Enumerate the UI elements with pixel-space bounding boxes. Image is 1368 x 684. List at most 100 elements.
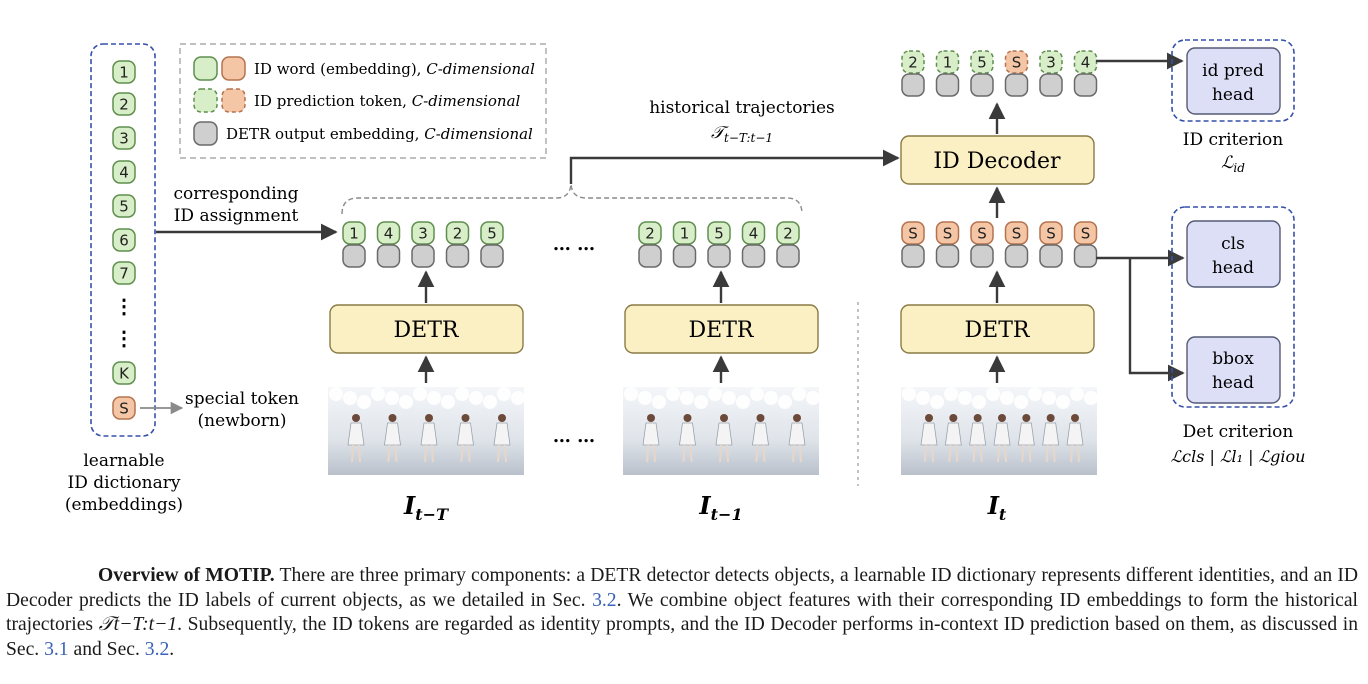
token-label: 1 [943,54,953,72]
frame-label-t-minus-T: It−T [403,491,449,524]
id-token: 4 [741,221,766,245]
token-label: S [943,225,953,243]
legend-id-pred: ID prediction token, C-dimensional [254,92,521,110]
id-token: S [1004,50,1029,74]
legend-orange-dashed-swatch [221,88,246,113]
token-label: S [1046,225,1056,243]
bbox-head-label-2: head [1212,373,1254,393]
caption-title: Overview of MOTIP. [98,565,275,586]
caption-ref: 3.1 [44,638,69,660]
token-label: 2 [783,225,793,243]
dictionary-token: 1 [112,60,136,84]
id-token: 2 [901,50,925,74]
token-label: 4 [384,225,394,243]
frame-image [328,387,525,475]
token-label: 2 [453,225,463,243]
frames [328,387,1098,475]
token-label: 4 [749,225,759,243]
id-pred-head [1186,47,1281,115]
token-label: 5 [119,198,129,216]
token-label: S [977,225,987,243]
id-token: 1 [672,221,697,245]
detr-embedding-token [935,244,960,268]
id-token: 5 [970,50,994,74]
id-token: 5 [707,221,731,245]
id-token: 4 [376,221,401,245]
frame-label-t-minus-1: It−1 [698,491,742,524]
special-label-2: (newborn) [197,411,286,431]
token-label: S [908,225,918,243]
token-label: 3 [418,225,428,243]
detr-embedding-token [342,244,366,268]
token-label: 5 [487,225,497,243]
token-label: 2 [645,225,655,243]
cls-head-label-1: cls [1221,234,1245,254]
dictionary-token: S [112,396,136,420]
detr-embedding-token [1004,244,1029,268]
detr-block-t-minus-1: DETR [624,270,819,383]
detr-embedding-token [776,244,800,268]
id-token: 2 [445,221,470,245]
token-label: S [1081,225,1091,243]
id-token: S [1073,221,1098,245]
legend-green-dashed-swatch [193,88,218,113]
detr-embedding-token [1004,73,1029,97]
token-label: 3 [119,130,129,148]
det-criterion-title: Det criterion [1183,422,1294,442]
dots-lower: … … [553,426,595,447]
detr-block-t: DETR [900,270,1095,383]
cls-head [1186,220,1281,288]
bbox-head-label-1: bbox [1212,349,1254,369]
legend-id-word: ID word (embedding), C-dimensional [254,60,535,78]
id-token: S [1039,221,1063,245]
id-token: 4 [1073,50,1098,74]
detr-embedding-token [970,73,994,97]
id-token: 5 [480,221,504,245]
token-label: S [1012,225,1022,243]
token-label: S [119,400,129,418]
dictionary-ellipsis: ⋮ [114,326,134,350]
historical-trajectories: historical trajectories 𝒯t−T:t−1 [341,98,900,215]
token-label: S [1012,54,1022,72]
assign-label-2: ID assignment [174,206,299,226]
dictionary-token: 6 [112,228,136,252]
dictionary-token: 3 [112,126,136,150]
detr-embedding-token [901,73,925,97]
id-token: S [1004,221,1029,245]
id-token: 3 [411,221,435,245]
dictionary-token: 5 [112,194,136,218]
dictionary-label-2: ID dictionary [68,473,181,493]
id-token: S [970,221,994,245]
token-label: 7 [119,265,129,283]
dictionary-token: 4 [112,160,136,184]
id-token: 3 [1039,50,1063,74]
id-token: 2 [638,221,662,245]
detr-embedding-token [970,244,994,268]
dictionary-label-3: (embeddings) [65,495,183,515]
token-label: 5 [714,225,724,243]
special-token-note: special token (newborn) [140,389,299,431]
id-decoder-label: ID Decoder [933,149,1061,174]
legend-green-swatch [193,56,218,81]
dictionary-token: K [112,361,136,385]
detr-embedding-token [901,244,925,268]
frame-label-t: It [987,491,1007,524]
id-pred-head-label-1: id pred [1202,61,1264,81]
special-label-1: special token [185,389,299,409]
det-criterion-losses: ℒcls | ℒl₁ | ℒgiou [1171,447,1306,466]
detr-embedding-token [1073,244,1098,268]
caption-math: 𝒯t−T:t−1 [98,614,178,635]
token-label: 1 [349,225,359,243]
detr-embedding-token [1039,73,1063,97]
detr-label: DETR [394,318,460,343]
id-pred-head-label-2: head [1212,85,1254,105]
token-label: 4 [1081,54,1091,72]
token-label: 5 [977,54,987,72]
motip-overview-diagram: ID word (embedding), C-dimensional ID pr… [65,39,1306,524]
id-token: 1 [935,50,960,74]
detr-embedding-token [1039,244,1063,268]
detr-embedding-token [935,73,960,97]
id-decoder-block: ID Decoder [900,102,1095,218]
